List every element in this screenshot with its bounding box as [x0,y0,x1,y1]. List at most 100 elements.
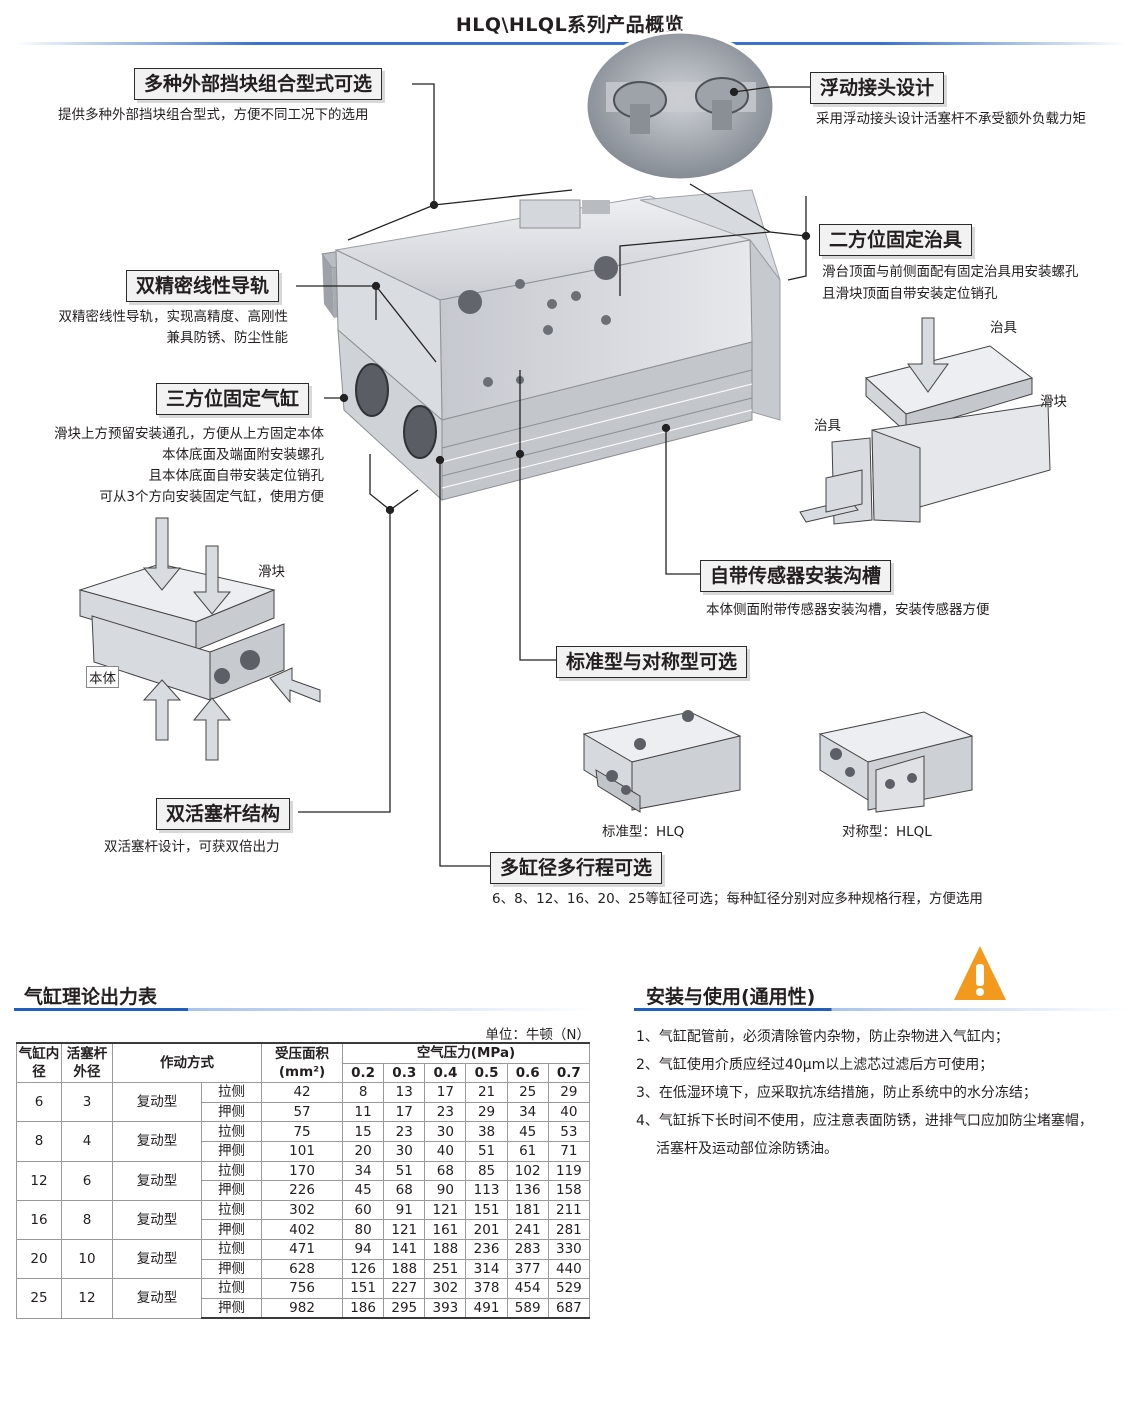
cell-rod: 12 [61,1278,113,1319]
feature-mount-desc4: 可从3个方向安装固定气缸，使用方便 [99,489,324,505]
cell-area: 756 [261,1278,344,1299]
cell-force: 17 [383,1101,426,1123]
th-area: 受压面积(mm²) [261,1042,344,1084]
label-jig-left: 治具 [814,418,841,434]
cell-side: 押侧 [200,1219,263,1240]
feature-mount-desc2: 本体底面及端面附安装螺孔 [162,447,324,463]
feature-bore-title: 多缸径多行程可选 [490,852,663,884]
cell-area: 42 [261,1082,344,1103]
cell-force: 34 [506,1101,549,1123]
cell-area: 226 [261,1180,344,1201]
cell-force: 71 [547,1140,591,1162]
cell-force: 241 [506,1219,549,1240]
feature-standard-title: 标准型与对称型可选 [556,646,748,678]
cell-rod: 6 [61,1160,113,1201]
cell-bore: 25 [16,1278,62,1319]
cell-force: 91 [383,1199,426,1221]
caption-standard: 标准型：HLQ [602,824,685,840]
cell-force: 29 [465,1101,508,1123]
cell-rod: 10 [61,1238,113,1280]
feature-dual-desc: 双活塞杆设计，可获双倍出力 [104,839,280,855]
force-table-rule [14,1008,594,1011]
cell-bore: 12 [16,1160,62,1201]
cell-side: 拉侧 [200,1238,263,1260]
cell-force: 68 [383,1180,426,1201]
cell-force: 211 [547,1199,591,1221]
cell-force: 34 [342,1160,385,1182]
cell-force: 283 [506,1238,549,1260]
feature-sensor-title: 自带传感器安装沟槽 [700,560,892,592]
cell-force: 227 [383,1278,426,1299]
cell-force: 302 [424,1278,467,1299]
cell-area: 101 [261,1140,344,1162]
install-item: 4、气缸拆下长时间不使用，应注意表面防锈，进排气口应加防尘堵塞帽， [636,1113,1093,1129]
th-pressure: 空气压力(MPa) [342,1041,590,1064]
cell-force: 126 [342,1258,385,1280]
cell-force: 687 [547,1297,591,1320]
cell-force: 21 [465,1082,508,1103]
cell-force: 161 [424,1219,467,1240]
cell-force: 491 [465,1297,508,1320]
feature-stopper-title: 多种外部挡块组合型式可选 [134,68,383,100]
cell-area: 170 [261,1160,344,1182]
cell-force: 181 [506,1199,549,1221]
symmetric-type-image [818,711,974,813]
cell-side: 拉侧 [200,1199,263,1221]
feature-guide-desc1: 双精密线性导轨，实现高精度、高刚性 [58,309,289,325]
cell-type: 复动型 [112,1160,202,1201]
main-cylinder-image [321,189,781,502]
cell-area: 982 [261,1297,344,1320]
cell-force: 201 [465,1219,508,1240]
cell-force: 113 [465,1180,508,1201]
install-item: 活塞杆及运动部位涂防锈油。 [656,1141,838,1157]
cell-area: 471 [261,1238,344,1260]
cell-force: 51 [383,1160,426,1182]
cell-force: 136 [506,1180,549,1201]
cell-force: 40 [547,1101,591,1123]
mount-diagram [78,517,321,761]
cell-bore: 8 [16,1121,62,1162]
cell-side: 拉侧 [200,1278,263,1299]
cell-force: 295 [383,1297,426,1320]
cell-bore: 16 [16,1199,62,1240]
cell-type: 复动型 [112,1082,202,1123]
feature-guide-desc2: 兼具防锈、防尘性能 [166,330,289,346]
cell-area: 628 [261,1258,344,1280]
label-slider-left: 滑块 [258,564,285,580]
cell-force: 60 [342,1199,385,1221]
label-jig-top: 治具 [990,320,1017,336]
cell-force: 314 [465,1258,508,1280]
label-slider-right: 滑块 [1040,394,1067,410]
cell-force: 589 [506,1297,549,1320]
feature-fixture-title: 二方位固定治具 [819,224,973,256]
cell-force: 94 [342,1238,385,1260]
cell-force: 68 [424,1160,467,1182]
feature-mount-desc3: 且本体底面自带安装定位销孔 [148,468,325,484]
cell-side: 押侧 [200,1258,263,1280]
cell-area: 57 [261,1101,344,1123]
feature-fixture-desc1: 滑台顶面与前侧面配有固定治具用安装螺孔 [822,264,1079,280]
cell-force: 188 [383,1258,426,1280]
product-illustration [78,30,1051,867]
cell-force: 151 [342,1278,385,1299]
cell-side: 押侧 [200,1180,263,1201]
th-p3: 0.5 [465,1062,508,1084]
cell-force: 393 [424,1297,467,1320]
feature-dual-title: 双活塞杆结构 [156,798,291,830]
page-title: HLQ\HLQL系列产品概览 [455,14,685,36]
cell-force: 51 [465,1140,508,1162]
th-p1: 0.3 [383,1062,426,1084]
cell-bore: 6 [16,1082,62,1123]
cell-force: 53 [547,1121,591,1142]
install-item: 1、气缸配管前，必须清除管内杂物，防止杂物进入气缸内； [636,1029,1009,1045]
cell-force: 121 [383,1219,426,1240]
cell-side: 押侧 [200,1140,263,1162]
cell-rod: 4 [61,1121,113,1162]
